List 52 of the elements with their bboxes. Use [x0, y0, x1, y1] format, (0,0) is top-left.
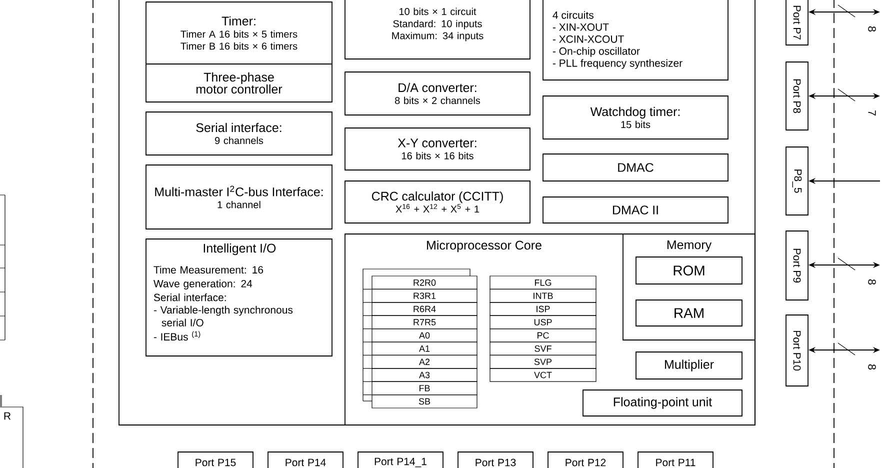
edge-label: 8 [867, 278, 877, 286]
register-cell: R6R4 [372, 302, 478, 316]
cropped-label: R [4, 412, 11, 420]
register-cell: R2R0 [372, 276, 478, 290]
port-box: Port P8 [786, 62, 808, 130]
function-box: Timer: Timer A 16 bits × 5 timers Timer B 16 bits × 6 timers [146, 2, 332, 64]
register-cell: SVF [490, 342, 596, 356]
port-box: Port P7 [786, 0, 808, 46]
register-cell: FB [372, 381, 478, 396]
port-box: Port P14 [268, 452, 344, 468]
function-box: 10 bits × 1 circuit Standard: 10 inputs Maximum: 34 inputs [344, 0, 530, 60]
function-box: 4 circuits - XIN-XOUT - XCIN-XCOUT - On-chip oscillator - PLL frequency synthesizer [542, 0, 728, 80]
function-box: DMAC II [542, 196, 728, 224]
memory-block: ROM [636, 256, 742, 284]
port-box: Port P15 [178, 452, 254, 468]
register-cell: A1 [372, 342, 478, 356]
function-box: Multi-master I$^{2}$C-bus Interface: 1 channel [146, 164, 332, 230]
register-cell: A3 [372, 368, 478, 382]
register-cell: A2 [372, 354, 478, 369]
register-cell: ISP [490, 302, 596, 316]
function-box: DMAC [542, 154, 728, 182]
function-box: Watchdog timer: 15 bits [542, 96, 728, 140]
register-cell: FLG [490, 276, 596, 290]
memory-block: RAM [636, 300, 742, 326]
function-box: CRC calculator (CCITT) X$^{16}$ + X$^{12}$ + X$^{5}$ + 1 [344, 180, 530, 224]
register-cell: INTB [490, 288, 596, 303]
port-box: Port P12 [548, 452, 624, 468]
function-box: X-Y converter: 16 bits × 16 bits [344, 128, 530, 170]
register-cell: SB [372, 394, 478, 408]
register-cell: A0 [372, 328, 478, 342]
function-box: D/A converter: 8 bits × 2 channels [344, 72, 530, 116]
port-box: Port P14_1 [358, 452, 444, 468]
register-cell: USP [490, 315, 596, 330]
register-cell: VCT [490, 368, 596, 382]
register-cell: PC [490, 328, 596, 342]
port-box: Port P9 [786, 230, 808, 300]
function-box: Floating-point unit [582, 390, 742, 416]
port-box: Port P10 [786, 314, 808, 386]
function-box: Serial interface: 9 channels [146, 112, 332, 156]
function-box: Intelligent I/O Time Measurement: 16 Wave generation: 24 Serial interface: - Variable-length synchronous serial I/O - IEBus $^{(1)}$ [146, 238, 332, 356]
register-cell: R3R1 [372, 288, 478, 303]
port-box: Port P11 [638, 452, 714, 468]
function-box: Multiplier [636, 352, 742, 380]
edge-label: 8 [867, 24, 877, 34]
port-box: Port P13 [458, 452, 534, 468]
edge-label: 7 [867, 108, 877, 118]
function-box: Three-phase motor controller [146, 64, 332, 102]
port-box: P8_5 [786, 146, 808, 216]
chip-boundary-box [118, 0, 756, 426]
register-cell: R7R5 [372, 315, 478, 330]
edge-label: 8 [867, 362, 877, 372]
register-cell: SVP [490, 354, 596, 369]
